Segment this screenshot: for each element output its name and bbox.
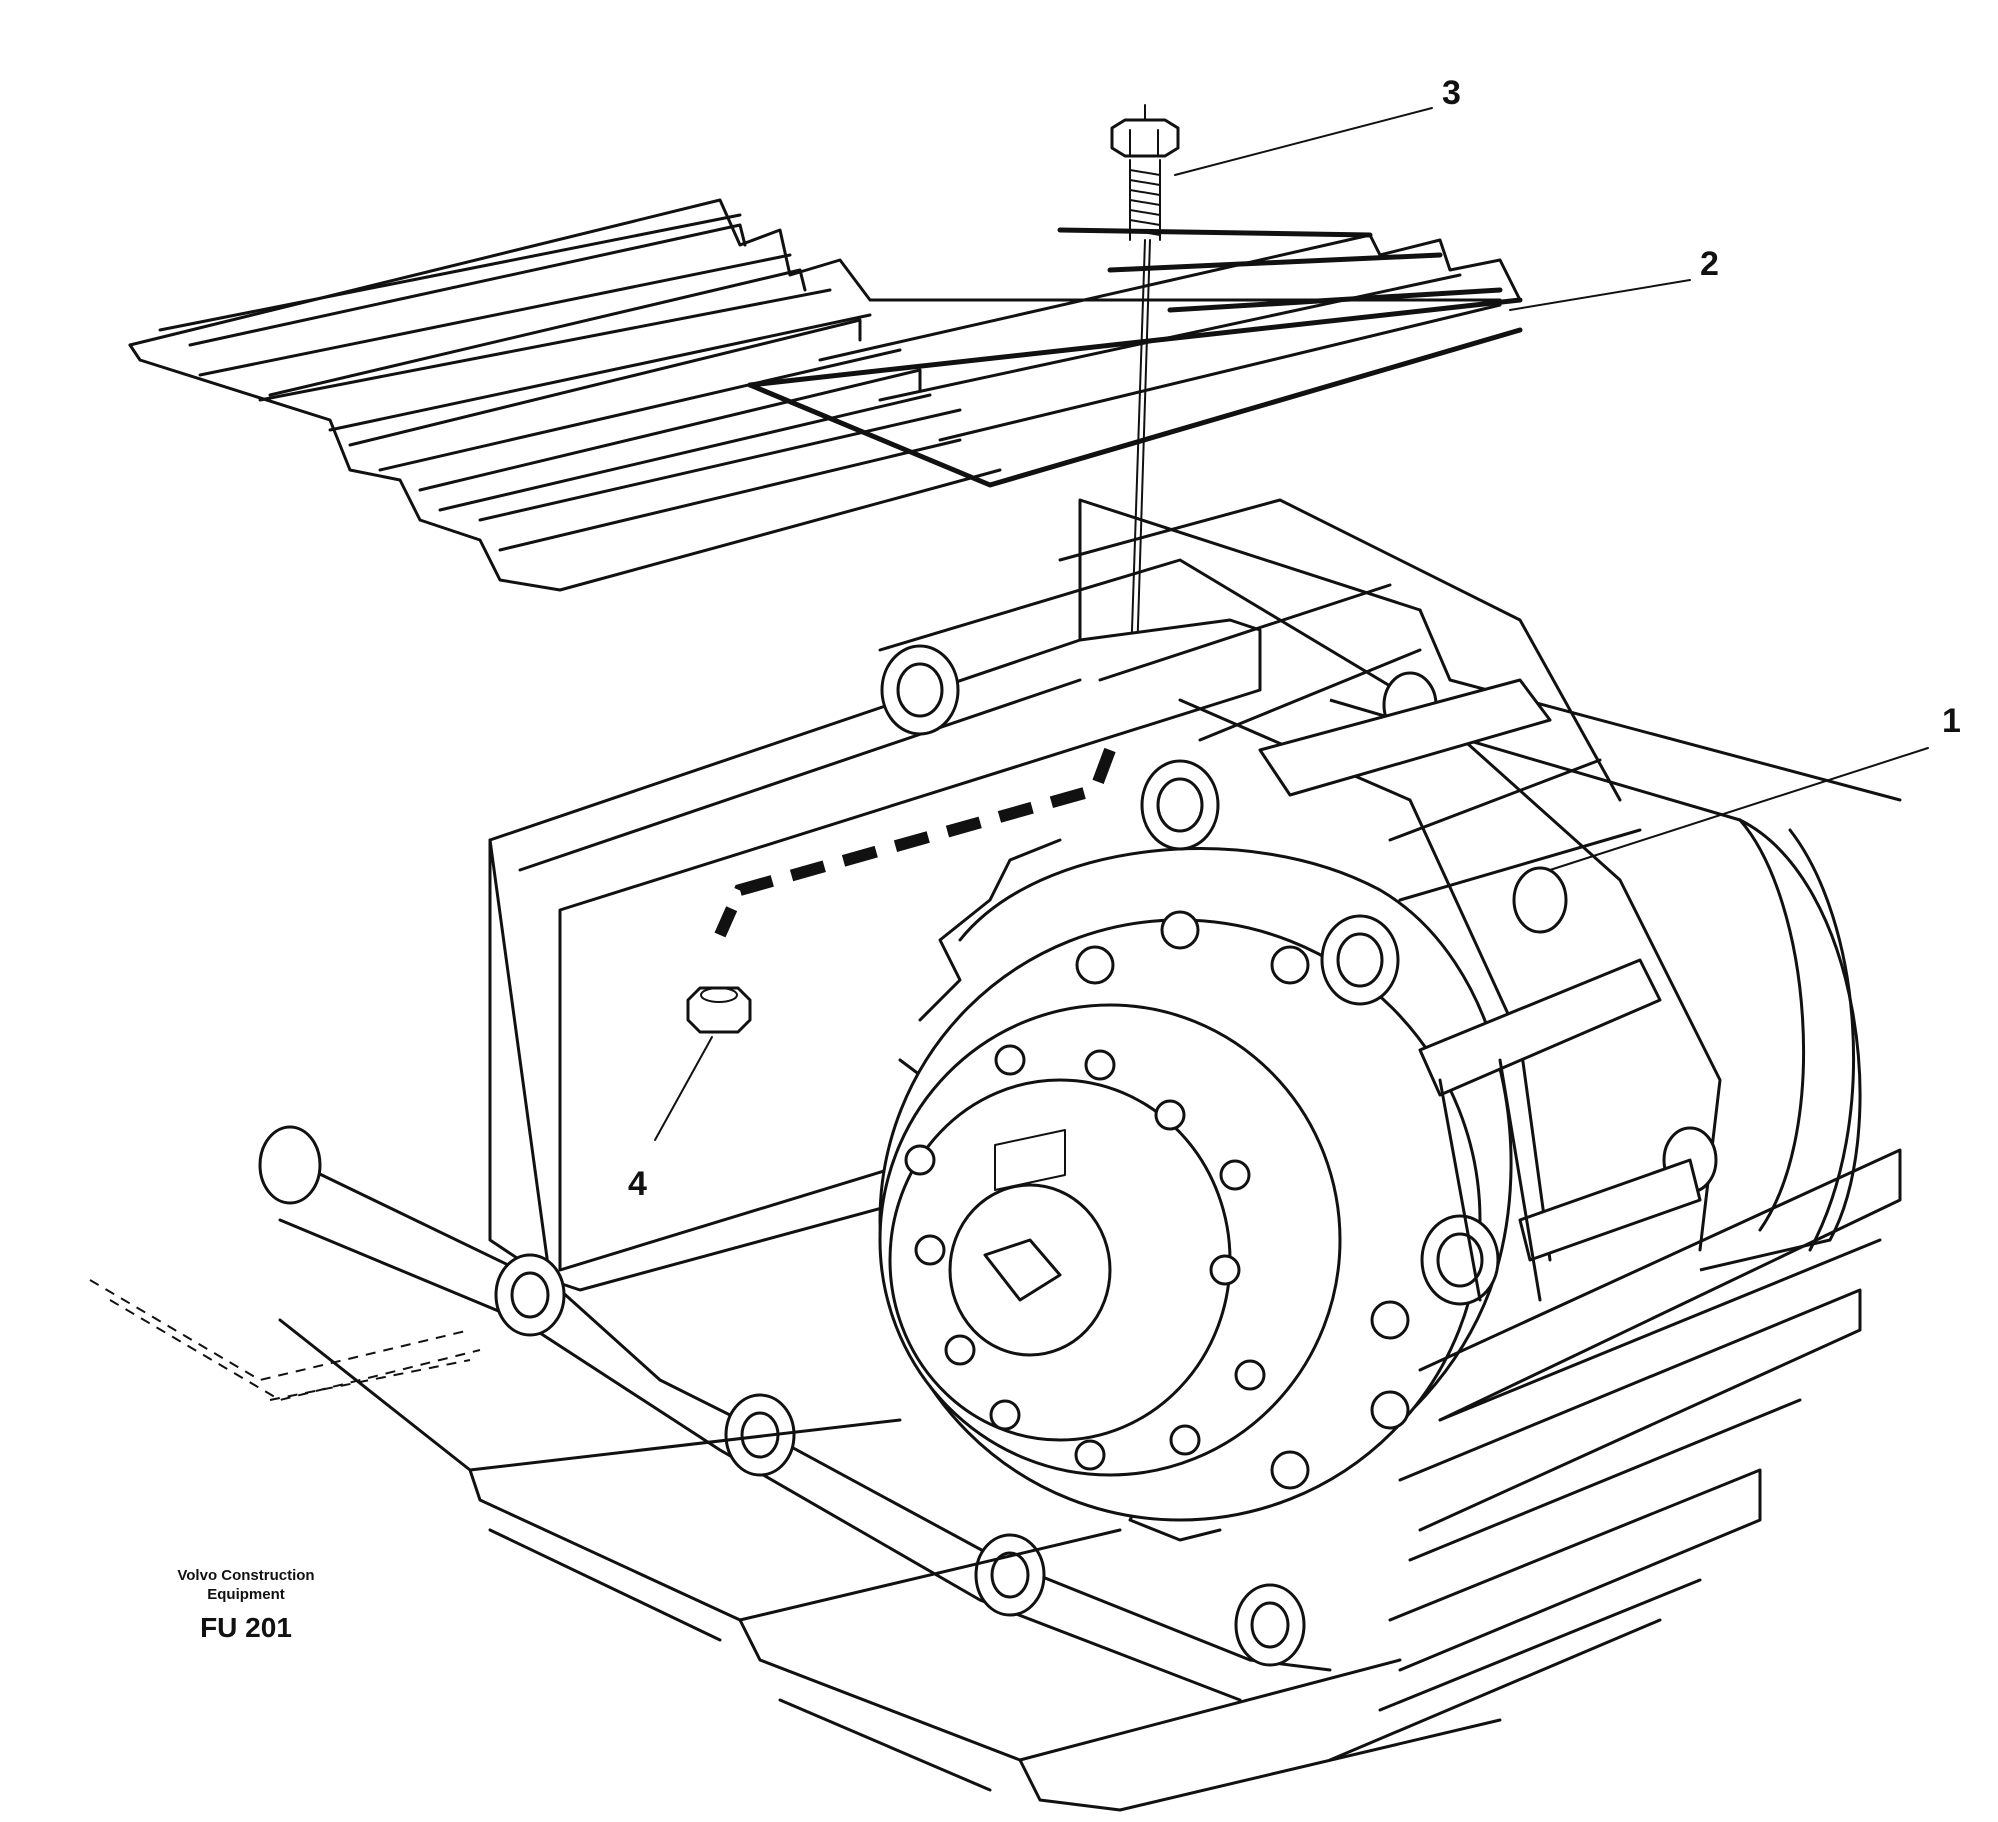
callout-2: 2 (1700, 245, 1719, 283)
track-lower-run (89, 1125, 1902, 1812)
callout-1: 1 (1942, 702, 1961, 740)
figure-code: FU 201 (200, 1612, 292, 1643)
track-shoe-group-upper (128, 198, 1523, 592)
leader-line-1 (1549, 747, 1929, 871)
nut-4 (686, 747, 1116, 1034)
leader-line-2 (1509, 279, 1691, 311)
callout-3: 3 (1442, 74, 1461, 112)
leader-lines (654, 107, 1929, 1141)
bolt-3 (1110, 104, 1180, 691)
track-frame (488, 498, 1902, 1292)
callout-4: 4 (628, 1165, 647, 1203)
company-stamp: Volvo Construction Equipment (177, 1567, 315, 1603)
final-drive-hub (878, 910, 1482, 1522)
leader-line-3 (1174, 107, 1433, 176)
track-chain (878, 498, 1722, 1306)
leader-line-4 (654, 1036, 713, 1141)
